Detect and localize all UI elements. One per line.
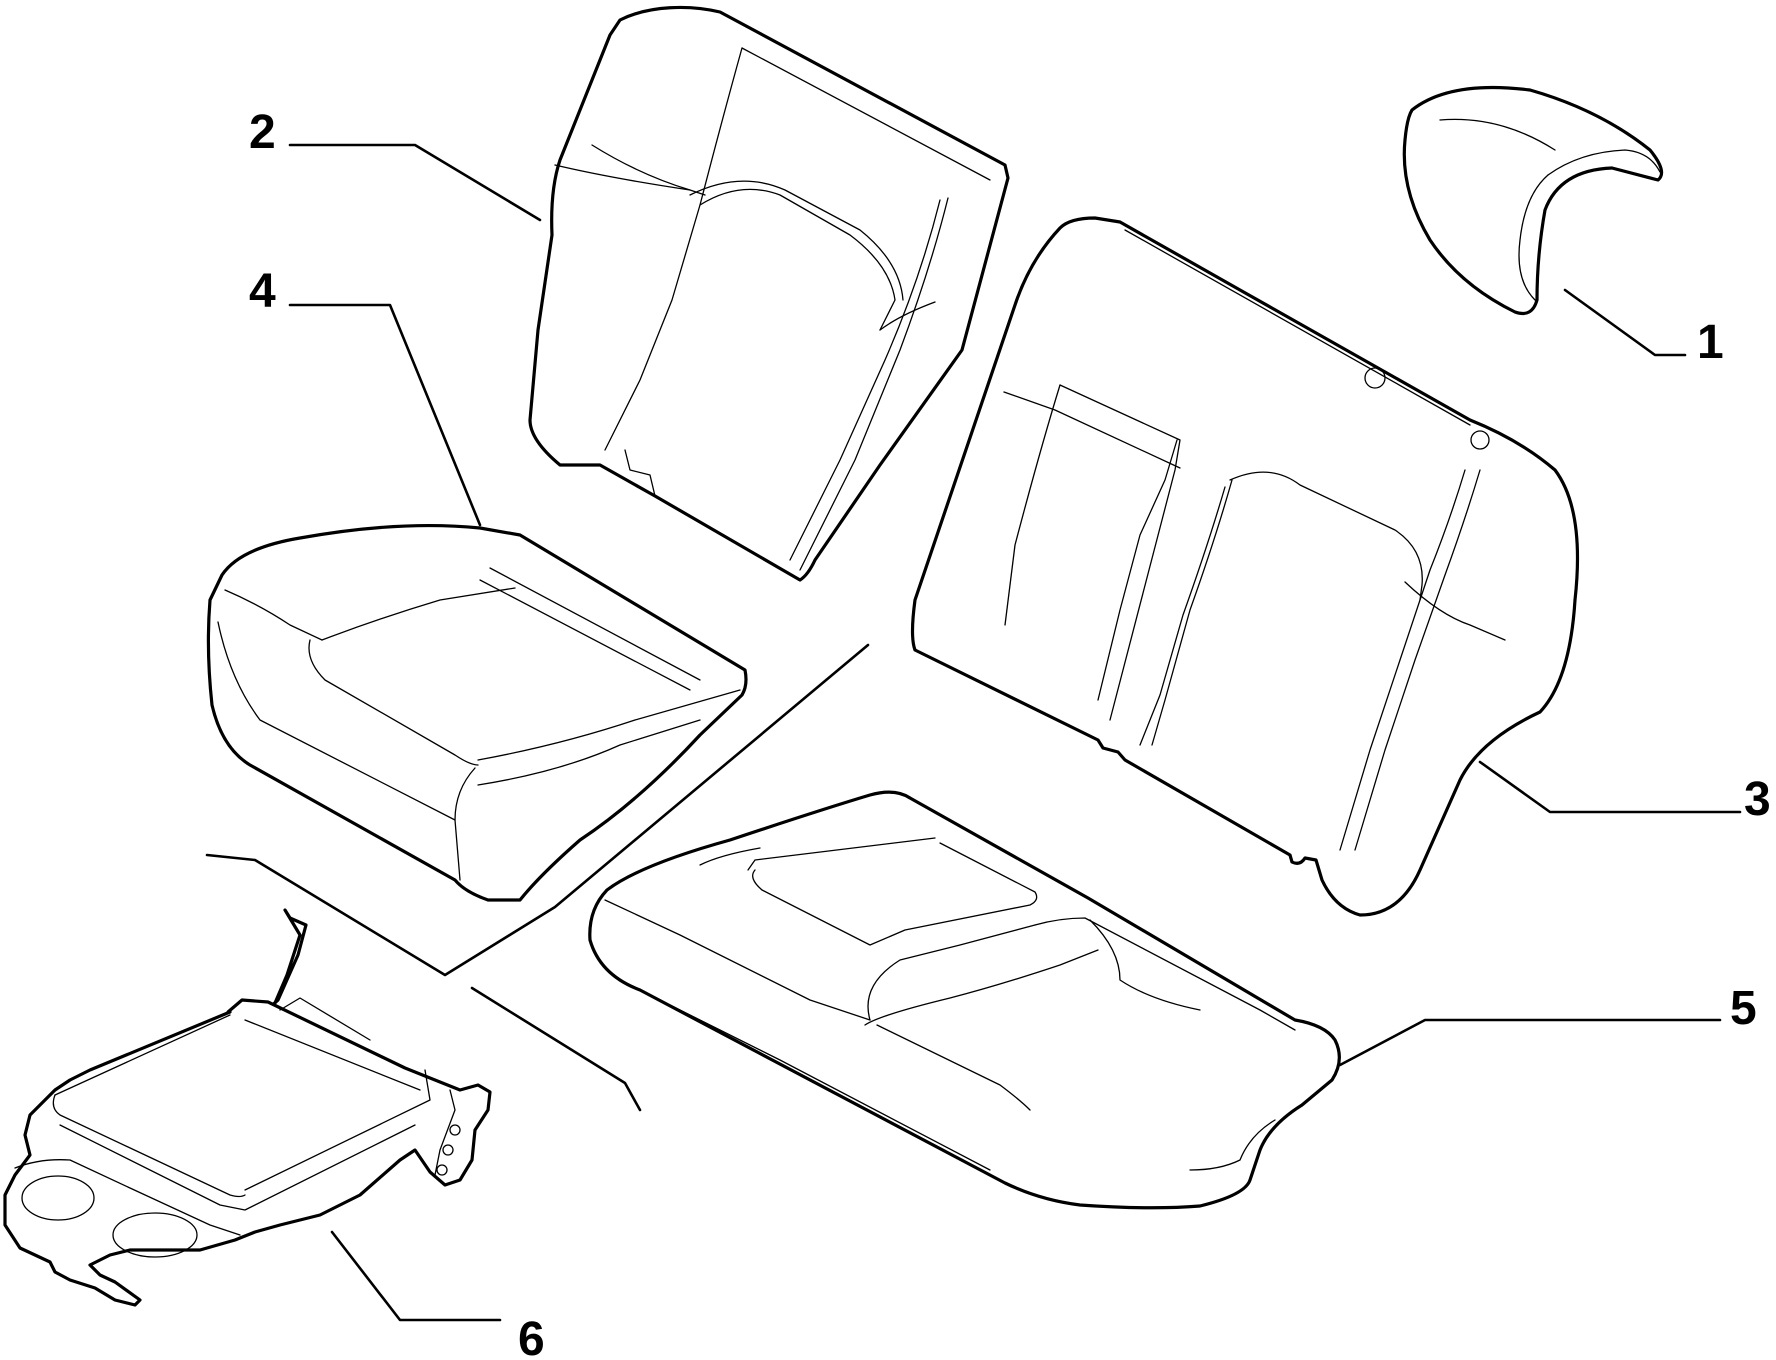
part-label-2: 2 xyxy=(249,106,276,159)
cushion-left xyxy=(206,523,748,902)
leader-6 xyxy=(330,1230,502,1322)
part-label-4: 4 xyxy=(249,265,276,318)
headrest xyxy=(1402,85,1664,316)
section-lines xyxy=(205,643,870,1112)
part-label-1: 1 xyxy=(1697,316,1724,369)
leader-4 xyxy=(288,303,482,527)
backrest-right xyxy=(910,216,1580,917)
part-label-5: 5 xyxy=(1730,982,1757,1035)
part-labels: 1 2 3 4 5 6 xyxy=(249,106,1771,1360)
leader-3 xyxy=(1478,760,1742,814)
part-label-3: 3 xyxy=(1744,773,1771,826)
leader-1 xyxy=(1563,288,1687,357)
backrest-left xyxy=(528,5,1010,582)
leader-2 xyxy=(288,143,542,222)
armrest-cupholder xyxy=(3,908,492,1307)
cushion-right xyxy=(588,790,1341,1210)
leader-5 xyxy=(1338,1018,1722,1067)
leader-lines xyxy=(288,143,1742,1322)
part-label-6: 6 xyxy=(518,1313,545,1360)
